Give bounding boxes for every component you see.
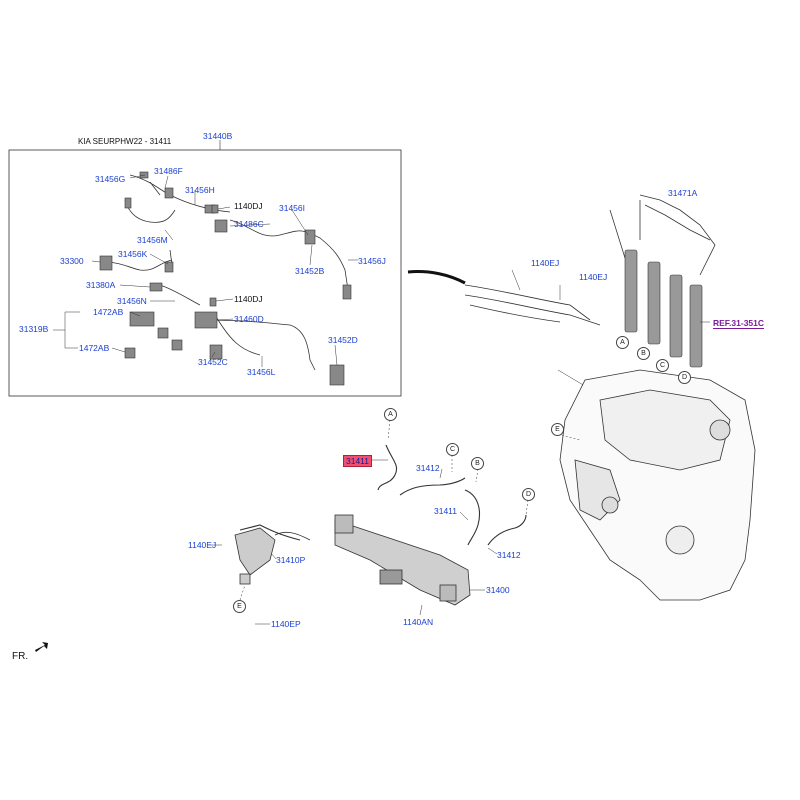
diagram-header-code: KIA SEURPHW22 - 31411	[78, 137, 172, 146]
part-label-1140DJ-a[interactable]: 1140DJ	[234, 201, 263, 211]
fr-arrow-shape	[35, 642, 48, 652]
common-rail	[334, 514, 471, 606]
front-direction-label: FR.	[12, 651, 29, 662]
injector-harness	[609, 194, 716, 276]
part-label-31412-b[interactable]: 31412	[497, 550, 521, 560]
marker-circle-b2: B	[471, 457, 484, 470]
part-label-31456N[interactable]: 31456N	[117, 296, 147, 306]
part-label-31452C[interactable]: 31452C	[198, 357, 228, 367]
part-label-31456M[interactable]: 31456M	[137, 235, 168, 245]
inset-parts	[99, 171, 352, 386]
part-label-1472AB-a[interactable]: 1472AB	[93, 307, 124, 317]
part-label-1140EJ-c[interactable]: 1140EJ	[188, 540, 217, 550]
engine-block	[559, 369, 756, 601]
hp-pipe-left	[234, 527, 311, 585]
glow-harness	[464, 284, 601, 326]
part-label-1140EJ-b[interactable]: 1140EJ	[579, 272, 608, 282]
injectors	[624, 249, 703, 368]
marker-circle-a2: A	[384, 408, 397, 421]
part-label-31410P[interactable]: 31410P	[276, 555, 306, 565]
part-label-1140DJ-b[interactable]: 1140DJ	[234, 294, 263, 304]
marker-circle-c1: C	[656, 359, 669, 372]
reference-link[interactable]: REF.31-351C	[713, 318, 765, 329]
part-label-1140AN[interactable]: 1140AN	[403, 617, 434, 627]
marker-circle-d1: D	[678, 371, 691, 384]
part-label-31456I[interactable]: 31456I	[279, 203, 305, 213]
lower-leaders	[239, 419, 581, 601]
marker-circle-c2: C	[446, 443, 459, 456]
marker-circle-b1: B	[637, 347, 650, 360]
part-label-31456K[interactable]: 31456K	[118, 249, 148, 259]
part-label-31452B[interactable]: 31452B	[295, 266, 325, 276]
part-label-31486C[interactable]: 31486C	[234, 219, 264, 229]
part-label-31452D[interactable]: 31452D	[328, 335, 358, 345]
inset-frame	[8, 149, 402, 397]
part-label-31380A[interactable]: 31380A	[86, 280, 116, 290]
part-label-31456G[interactable]: 31456G	[95, 174, 126, 184]
inset-leaders	[53, 174, 358, 367]
marker-circle-e1: E	[551, 423, 564, 436]
part-label-1472AB-b[interactable]: 1472AB	[79, 343, 110, 353]
marker-circle-e2: E	[233, 600, 246, 613]
part-label-31471A[interactable]: 31471A	[668, 188, 698, 198]
part-label-31411-b[interactable]: 31411	[434, 506, 458, 516]
part-label-31486F[interactable]: 31486F	[154, 166, 183, 176]
marker-circle-a1: A	[616, 336, 629, 349]
part-label-31456H[interactable]: 31456H	[185, 185, 215, 195]
part-label-1140EP[interactable]: 1140EP	[271, 619, 301, 629]
lower-leaders-solid	[208, 321, 710, 625]
marker-circle-d2: D	[522, 488, 535, 501]
harness-arrow	[407, 270, 466, 285]
part-label-33300[interactable]: 33300	[60, 256, 84, 266]
part-label-31460D[interactable]: 31460D	[234, 314, 264, 324]
part-label-31400[interactable]: 31400	[486, 585, 510, 595]
fuel-pipes	[239, 444, 527, 546]
part-label-31319B[interactable]: 31319B	[19, 324, 49, 334]
part-label-1140EJ-a[interactable]: 1140EJ	[531, 258, 560, 268]
part-label-31456L[interactable]: 31456L	[247, 367, 276, 377]
part-label-31412-a[interactable]: 31412	[416, 463, 440, 473]
part-label-31411-highlighted[interactable]: 31411	[343, 455, 373, 467]
part-label-31440B[interactable]: 31440B	[203, 131, 233, 141]
part-label-31456J[interactable]: 31456J	[358, 256, 386, 266]
